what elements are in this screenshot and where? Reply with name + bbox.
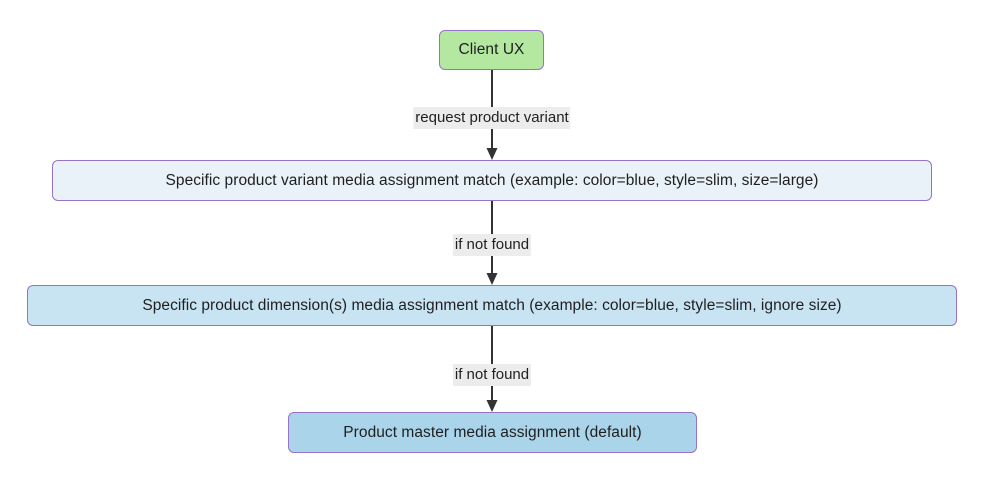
node-dimension-match-label: Specific product dimension(s) media assi… [142,296,842,314]
edge-label-if-not-found-2: if not found [452,364,532,386]
node-variant-match[interactable]: Specific product variant media assignmen… [52,160,932,201]
edge-label-if-not-found-1: if not found [452,234,532,256]
node-variant-match-label: Specific product variant media assignmen… [165,171,819,189]
node-master-default[interactable]: Product master media assignment (default… [288,412,697,453]
node-master-default-label: Product master media assignment (default… [343,423,642,441]
edge-label-request-product-variant: request product variant [413,107,571,129]
node-client-ux[interactable]: Client UX [439,30,544,70]
node-client-ux-label: Client UX [458,41,525,59]
node-dimension-match[interactable]: Specific product dimension(s) media assi… [27,285,957,326]
